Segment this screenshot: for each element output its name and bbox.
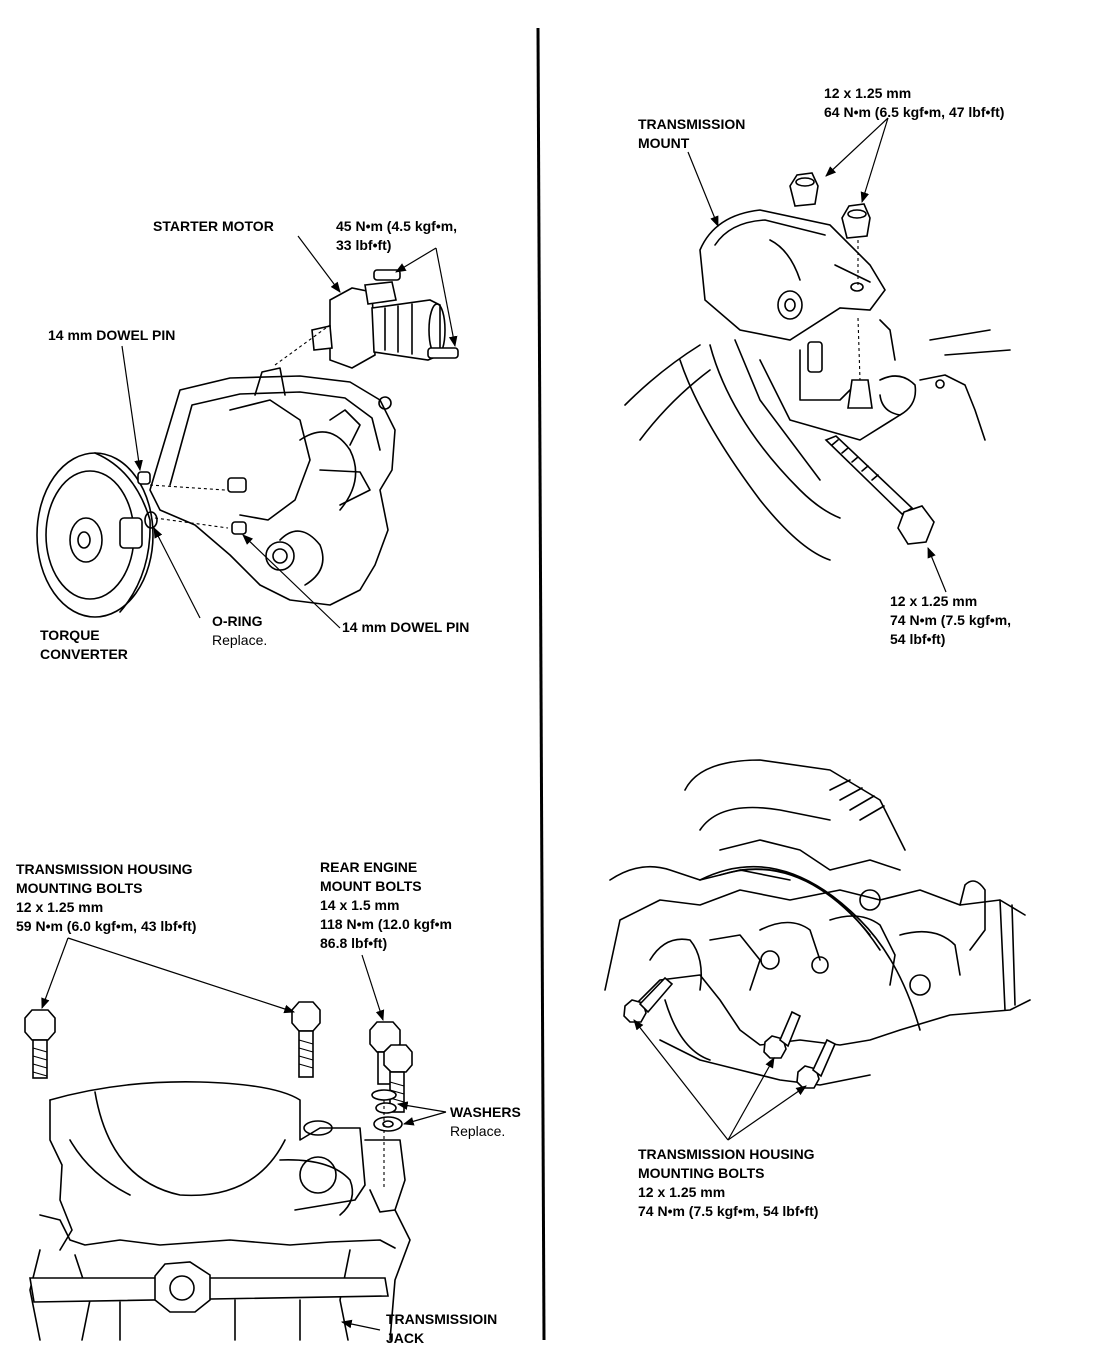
arrow-starter-bolt-2 [435, 247, 458, 348]
starter-torque-line-1: 45 N•m (4.5 kgf•m, [336, 218, 458, 234]
arrow-br-bolt-2 [727, 1057, 775, 1141]
label-torque-converter: TORQUE CONVERTER [40, 626, 128, 664]
arrow-br-bolt-1 [633, 1019, 729, 1141]
bolt-torque-line-1: 74 N•m (7.5 kgf•m, [890, 612, 1012, 628]
label-dowel-pin-bottom: 14 mm DOWEL PIN [342, 619, 470, 635]
arrow-housing-bolt-right [67, 937, 296, 1014]
transmission-mount-drawing [624, 172, 1011, 561]
label-mount-nut-spec: 12 x 1.25 mm 64 N•m (6.5 kgf•m, 47 lbf•f… [824, 84, 1004, 122]
arrow-washer-2 [402, 1111, 447, 1126]
housing-right-size: 12 x 1.25 mm [638, 1184, 726, 1200]
nut-torque: 64 N•m (6.5 kgf•m, 47 lbf•ft) [824, 104, 1005, 120]
jack-line-1: TRANSMISSIOIN [386, 1311, 498, 1327]
housing-right-torque: 74 N•m (7.5 kgf•m, 54 lbf•ft) [638, 1203, 819, 1219]
transmission-case-drawing [137, 367, 396, 606]
arrow-starter-bolt-1 [395, 247, 437, 273]
housing-right-line-2: MOUNTING BOLTS [638, 1165, 765, 1181]
housing-right-line-1: TRANSMISSION HOUSING [638, 1146, 815, 1162]
washers-note: Replace. [450, 1123, 506, 1139]
arrow-washer-1 [396, 1101, 447, 1113]
arrow-o-ring [153, 527, 201, 619]
rear-torque-line-1: 118 N•m (12.0 kgf•m [320, 916, 452, 932]
label-washers: WASHERS Replace. [450, 1103, 521, 1141]
o-ring-note: Replace. [212, 632, 268, 648]
arrow-jack [340, 1319, 381, 1331]
label-o-ring: O-RING Replace. [212, 612, 267, 650]
label-housing-bolts-right: TRANSMISSION HOUSING MOUNTING BOLTS 12 x… [638, 1145, 818, 1221]
arrow-rear-mount-bolt [361, 954, 385, 1022]
arrow-housing-bolt-left [41, 937, 69, 1010]
torque-converter-line-2: CONVERTER [40, 646, 128, 662]
label-dowel-pin-top: 14 mm DOWEL PIN [48, 327, 176, 343]
arrow-br-bolt-3 [727, 1085, 807, 1141]
engine-compartment-drawing [604, 759, 1031, 1089]
arrow-dowel-pin-bottom [242, 534, 341, 629]
starter-motor-drawing [274, 269, 459, 369]
bolt-torque-line-2: 54 lbf•ft) [890, 631, 946, 647]
label-transmission-mount: TRANSMISSION MOUNT [638, 115, 745, 153]
starter-torque-line-2: 33 lbf•ft) [336, 237, 392, 253]
label-starter-motor: STARTER MOTOR [153, 218, 274, 234]
arrow-dowel-pin-top [121, 345, 143, 472]
rear-line-2: MOUNT BOLTS [320, 878, 422, 894]
arrow-mount [687, 151, 719, 228]
nut-size: 12 x 1.25 mm [824, 85, 912, 101]
arrow-nut-1 [825, 117, 889, 177]
mount-line-2: MOUNT [638, 135, 690, 151]
housing-left-line-1: TRANSMISSION HOUSING [16, 861, 193, 877]
rear-size: 14 x 1.5 mm [320, 897, 400, 913]
housing-left-size: 12 x 1.25 mm [16, 899, 104, 915]
label-rear-engine-mount: REAR ENGINE MOUNT BOLTS 14 x 1.5 mm 118 … [320, 858, 452, 953]
label-mount-bolt-spec: 12 x 1.25 mm 74 N•m (7.5 kgf•m, 54 lbf•f… [890, 592, 1011, 649]
o-ring-title: O-RING [212, 613, 263, 629]
rear-line-1: REAR ENGINE [320, 859, 418, 875]
torque-converter-drawing [36, 452, 154, 618]
mount-line-1: TRANSMISSION [638, 116, 746, 132]
housing-bolts-left-drawing [24, 1001, 321, 1079]
jack-line-2: JACK [386, 1330, 425, 1346]
label-transmission-jack: TRANSMISSIOIN JACK [386, 1310, 497, 1348]
label-housing-bolts-left: TRANSMISSION HOUSING MOUNTING BOLTS 12 x… [16, 860, 196, 936]
transmission-housing-drawing [29, 1081, 411, 1341]
housing-left-torque: 59 N•m (6.0 kgf•m, 43 lbf•ft) [16, 918, 197, 934]
arrow-starter-motor [297, 235, 341, 293]
torque-converter-line-1: TORQUE [40, 627, 100, 643]
panel-divider [536, 27, 546, 1341]
housing-left-line-2: MOUNTING BOLTS [16, 880, 143, 896]
arrow-nut-2 [860, 117, 889, 204]
label-starter-torque: 45 N•m (4.5 kgf•m, 33 lbf•ft) [336, 217, 457, 255]
washers-title: WASHERS [450, 1104, 521, 1120]
rear-torque-line-2: 86.8 lbf•ft) [320, 935, 388, 951]
rear-mount-bolts-drawing [369, 1021, 413, 1190]
bolt-size: 12 x 1.25 mm [890, 593, 978, 609]
arrow-through-bolt [927, 547, 947, 593]
